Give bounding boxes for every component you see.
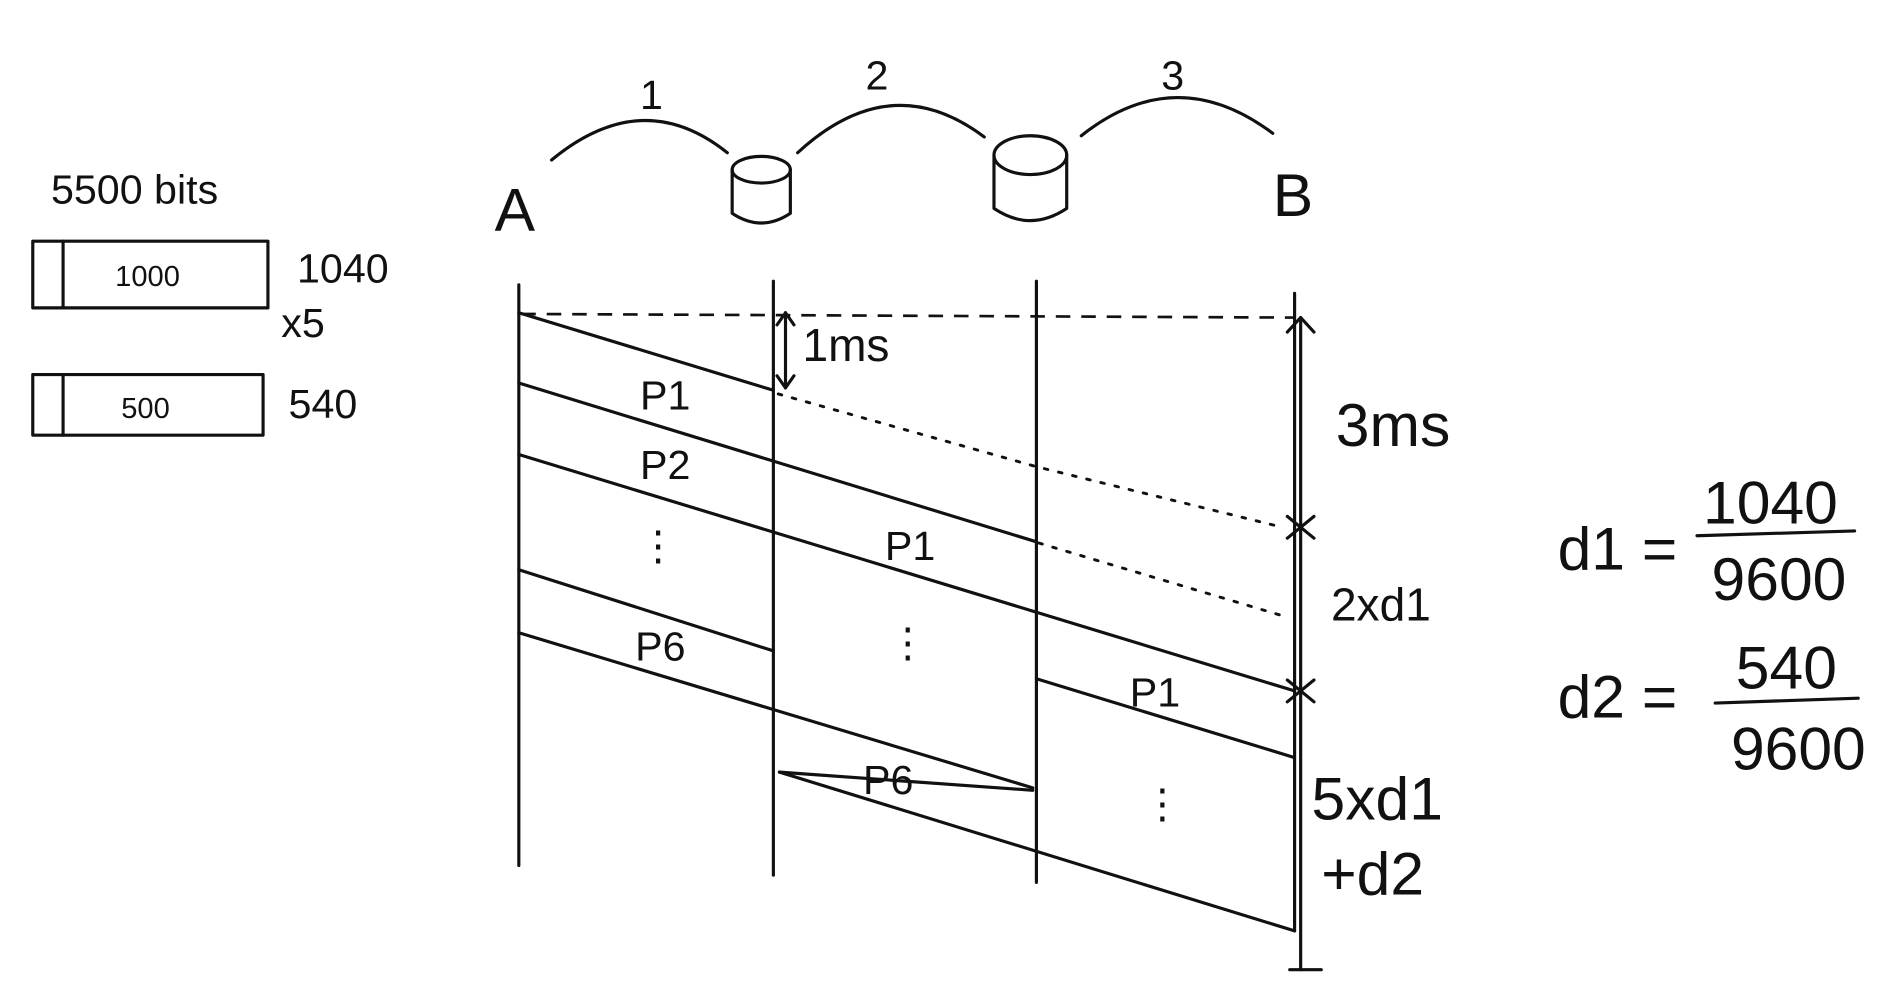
packet-size-1040: 1040 [297,245,389,291]
node-a: A [495,175,536,243]
packet-size-540: 540 [289,381,358,427]
total-prop-label: 3ms [1336,391,1450,459]
link-1-arc [549,118,729,162]
link-3-label: 3 [1161,53,1184,99]
packet-label-r1-p6: P6 [863,757,913,803]
packet-label-a-dots: ⋮ [638,523,679,569]
formula-d1-lhs: d1 = [1558,515,1678,583]
link-2-label: 2 [866,53,889,99]
packet-label-a-p6: P6 [635,624,685,670]
node-b: B [1273,161,1313,229]
total-bits-label: 5500 bits [51,167,218,213]
propagation-dotted-line [776,392,1284,529]
packet-label-a-p2: P2 [640,442,690,488]
store-forward-label: 2xd1 [1331,579,1431,631]
start-dashed-line [521,312,1295,319]
formula-d2: d2 = 540 9600 [1558,633,1866,782]
store-forward-dotted-line [1037,541,1284,618]
link-1-label: 1 [640,72,663,118]
formula-d2-lhs: d2 = [1558,663,1678,731]
formula-d1-denominator: 9600 [1712,545,1847,613]
packet-label-r2-p1: P1 [1130,670,1180,716]
link-2-arc [796,103,986,155]
packet-label-a-p1: P1 [640,373,690,419]
packet-count-x5: x5 [281,300,325,346]
formula-d2-denominator: 9600 [1731,715,1866,783]
packet-payload-1000: 1000 [115,261,180,293]
packet-label-r1-p1: P1 [885,523,935,569]
packet-box-500: 500 [31,372,265,437]
prop-delay-label: 1ms [802,319,889,371]
packet-box-1000: 1000 [31,239,270,310]
delay-measure-axis [1285,316,1323,972]
transmit-label-a: 5xd1 [1312,764,1443,832]
formula-d1-numerator: 1040 [1703,469,1838,537]
packet-label-r2-dots: ⋮ [1142,781,1183,827]
transmit-label-b: +d2 [1321,840,1424,908]
prop-delay-arrow [775,311,796,390]
link-3-arc [1079,96,1275,138]
packet-payload-500: 500 [121,393,170,425]
formula-d1: d1 = 1040 9600 [1558,469,1857,613]
router-2-icon [992,134,1069,223]
formula-d2-numerator: 540 [1736,633,1837,701]
packet-transmission-lines [517,311,1297,933]
router-1-icon [730,154,792,225]
packet-label-r1-dots: ⋮ [887,620,928,666]
